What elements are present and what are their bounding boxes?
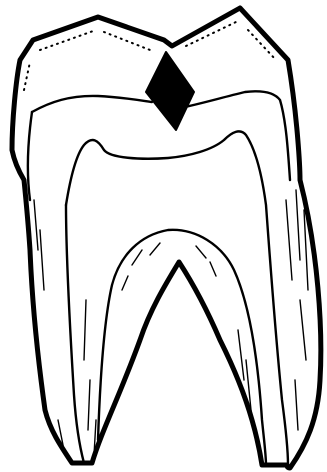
left-root-shading bbox=[34, 200, 96, 455]
dentin-boundary-left bbox=[28, 112, 32, 200]
caries-lesion bbox=[146, 52, 194, 130]
left-root-canal-outer bbox=[66, 205, 84, 463]
